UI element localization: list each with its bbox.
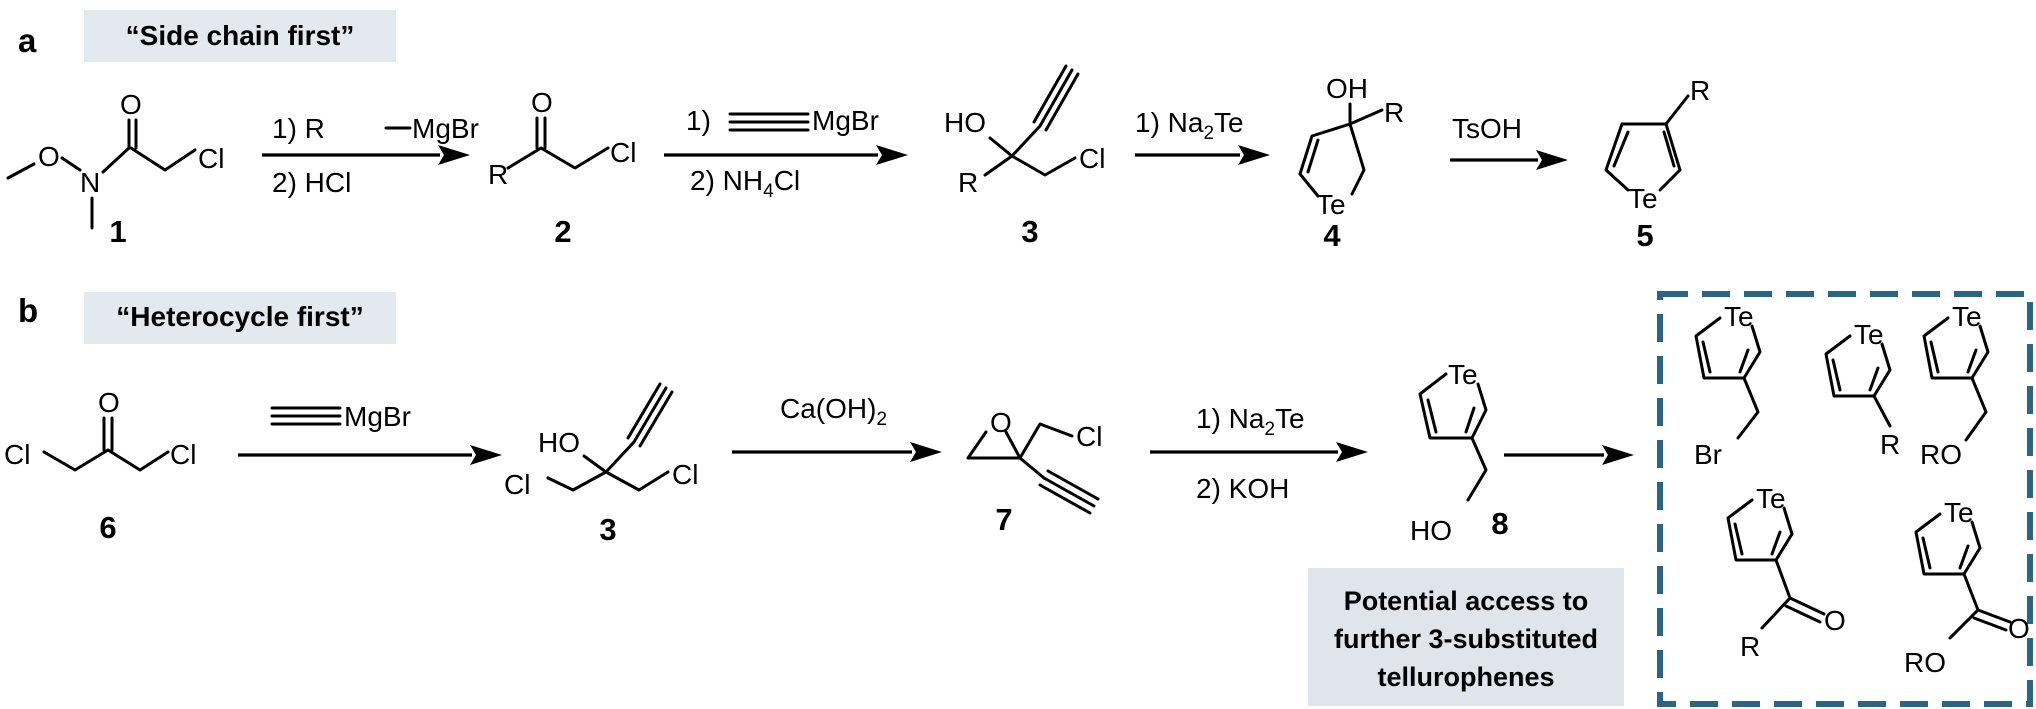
atom-r: R xyxy=(1740,631,1760,662)
compound-4-structure: OH Te R xyxy=(1298,73,1404,220)
ethynyl-triple-bond xyxy=(270,406,342,426)
panel-b-title-box xyxy=(84,292,396,344)
panel-b: b “Heterocycle first” Cl O Cl 6 MgBr HO … xyxy=(4,291,2033,707)
atom-oh: OH xyxy=(1326,73,1368,104)
atom-cl: Cl xyxy=(610,137,636,168)
reagent-b3-line1: 1) Na2Te xyxy=(1196,403,1305,440)
atom-r: R xyxy=(1384,97,1404,128)
atom-te: Te xyxy=(1854,319,1884,350)
atom-o: O xyxy=(990,407,1012,438)
atom-te: Te xyxy=(1944,497,1974,528)
panel-b-title: “Heterocycle first” xyxy=(116,301,363,332)
compound-1-structure: O N O Cl xyxy=(6,89,224,230)
atom-te: Te xyxy=(1316,189,1346,220)
reagent-a4: TsOH xyxy=(1452,113,1522,144)
compound-label-7: 7 xyxy=(995,502,1012,537)
atom-cl: Cl xyxy=(1076,421,1102,452)
atom-ro: RO xyxy=(1904,647,1946,678)
atom-o: O xyxy=(2008,613,2030,644)
arrow-b2 xyxy=(732,442,942,462)
compound-label-3a: 3 xyxy=(1021,214,1038,249)
reagent-a1-line2: 2) HCl xyxy=(272,167,351,198)
atom-te: Te xyxy=(1756,483,1786,514)
atom-te: Te xyxy=(1448,359,1478,390)
ethynyl-triple-bond xyxy=(728,112,810,132)
atom-ho: HO xyxy=(1410,515,1452,546)
derivative-ketone: Te O R xyxy=(1726,483,1846,662)
panel-a: a “Side chain first” O N O Cl 1 1) R MgB… xyxy=(6,10,1710,253)
atom-cl: Cl xyxy=(4,439,30,470)
compound-3a-structure: HO R Cl xyxy=(944,64,1105,198)
derivatives-dashed-box xyxy=(1657,291,2033,707)
atom-o: O xyxy=(98,387,120,418)
atom-ro: RO xyxy=(1920,439,1962,470)
atom-te: Te xyxy=(1724,301,1754,332)
atom-r: R xyxy=(1690,75,1710,106)
arrow-b4 xyxy=(1504,445,1634,465)
note-line-3: tellurophenes xyxy=(1377,662,1554,692)
compound-label-6: 6 xyxy=(99,510,116,545)
atom-o: O xyxy=(1824,605,1846,636)
reagent-a2-line2: 2) NH4Cl xyxy=(690,165,800,202)
compound-5-structure: Te R xyxy=(1604,75,1710,214)
derivative-alkyl: Te R xyxy=(1824,319,1900,460)
panel-letter-b: b xyxy=(18,292,38,329)
reagent-a1-grignard: MgBr xyxy=(412,113,479,144)
reagent-b3-line2: 2) KOH xyxy=(1196,473,1289,504)
compound-6-structure: Cl O Cl xyxy=(4,387,196,472)
arrow-b1 xyxy=(238,445,502,465)
atom-te: Te xyxy=(1628,183,1658,214)
compound-label-5: 5 xyxy=(1636,218,1653,253)
arrow-a2 xyxy=(664,145,908,165)
panel-a-title: “Side chain first” xyxy=(126,20,355,51)
derivative-alkoxymethyl: Te RO xyxy=(1920,301,1990,470)
compound-8-structure: Te HO xyxy=(1410,359,1488,546)
derivative-bromomethyl: Te Br xyxy=(1694,301,1762,470)
compound-7-structure: O Cl xyxy=(966,407,1102,515)
reagent-b1-grignard: MgBr xyxy=(344,401,411,432)
reagent-a3: 1) Na2Te xyxy=(1135,107,1244,144)
atom-o: O xyxy=(531,87,553,118)
note-line-1: Potential access to xyxy=(1344,586,1589,616)
compound-label-3b: 3 xyxy=(599,512,616,547)
atom-n: N xyxy=(80,167,100,198)
potential-access-note-box xyxy=(1308,568,1624,706)
atom-ho: HO xyxy=(538,427,580,458)
reagent-a1-line1: 1) R xyxy=(272,113,325,144)
atom-cl: Cl xyxy=(504,469,530,500)
compound-label-1: 1 xyxy=(109,214,126,249)
compound-label-8: 8 xyxy=(1491,506,1508,541)
panel-letter-a: a xyxy=(18,22,37,59)
arrow-a4 xyxy=(1450,150,1568,170)
atom-cl: Cl xyxy=(170,439,196,470)
compound-label-4: 4 xyxy=(1323,218,1341,253)
reagent-b2: Ca(OH)2 xyxy=(780,393,887,430)
reagent-a2-grignard: MgBr xyxy=(812,105,879,136)
panel-a-title-box xyxy=(84,10,396,62)
compound-2-structure: R O Cl xyxy=(488,87,636,190)
atom-cl: Cl xyxy=(1079,143,1105,174)
compound-3b-structure: HO Cl Cl xyxy=(504,382,698,500)
atom-o: O xyxy=(120,89,142,120)
compound-label-2: 2 xyxy=(554,214,571,249)
atom-cl: Cl xyxy=(198,143,224,174)
arrow-a1 xyxy=(262,145,470,165)
atom-r: R xyxy=(488,159,508,190)
reagent-a2-line1: 1) xyxy=(686,105,711,136)
atom-r: R xyxy=(1880,429,1900,460)
arrow-b3 xyxy=(1150,442,1368,462)
note-line-2: further 3-substituted xyxy=(1334,624,1598,654)
atom-r: R xyxy=(958,167,978,198)
atom-o: O xyxy=(38,141,60,172)
derivative-ester: Te O RO xyxy=(1904,497,2030,678)
atom-te: Te xyxy=(1952,301,1982,332)
atom-ho: HO xyxy=(944,107,986,138)
atom-cl: Cl xyxy=(672,459,698,490)
arrow-a3 xyxy=(1135,145,1270,165)
atom-br: Br xyxy=(1694,439,1722,470)
